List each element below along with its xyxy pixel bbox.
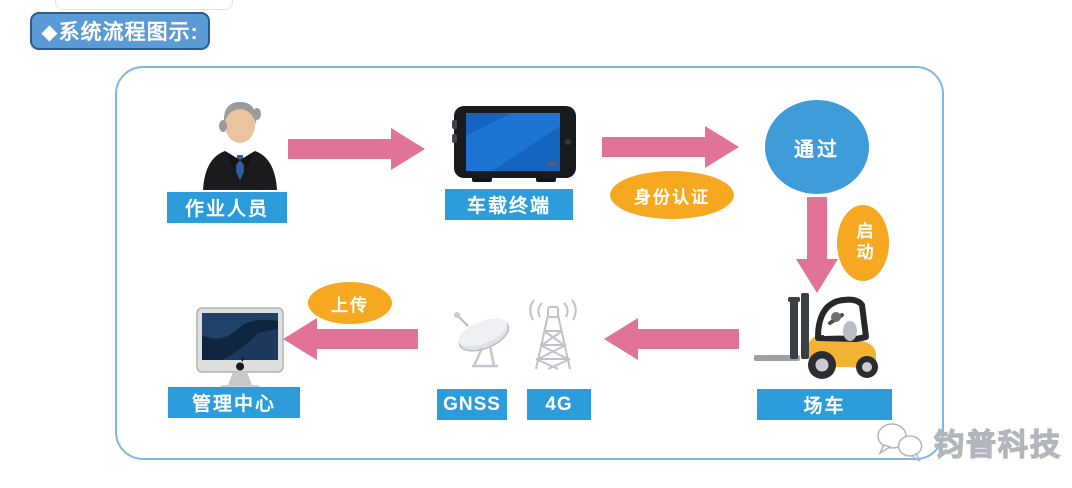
forklift-icon xyxy=(752,293,882,381)
arrow-left-icon xyxy=(283,317,418,361)
desktop-computer-icon xyxy=(192,305,288,393)
person-icon xyxy=(193,98,287,190)
node-label-operator: 作业人员 xyxy=(167,192,287,223)
arrow-down-icon xyxy=(795,197,839,293)
satellite-dish-icon xyxy=(448,310,516,370)
page-title: ◆系统流程图示: xyxy=(30,12,210,50)
vehicle-terminal-icon xyxy=(452,106,578,186)
node-label-terminal: 车载终端 xyxy=(445,189,573,220)
edge-badge-auth: 身份认证 xyxy=(610,171,734,219)
node-label-center: 管理中心 xyxy=(168,387,300,418)
pass-circle: 通过 xyxy=(765,100,869,194)
watermark-text: 钧普科技 xyxy=(933,428,1062,462)
cropped-box-remnant xyxy=(55,0,233,10)
arrow-right-icon xyxy=(602,125,739,169)
watermark: 钧普科技 xyxy=(872,419,1062,465)
edge-badge-upload: 上传 xyxy=(308,282,392,324)
node-label-gnss: GNSS xyxy=(437,389,507,420)
edge-badge-start: 启动 xyxy=(837,205,889,281)
node-label-4g: 4G xyxy=(527,389,591,420)
cell-tower-icon xyxy=(524,299,582,372)
chat-bubbles-logo-icon xyxy=(872,419,930,465)
arrow-left-icon xyxy=(604,317,739,361)
node-label-vehicle: 场车 xyxy=(757,389,892,420)
arrow-right-icon xyxy=(288,127,425,171)
